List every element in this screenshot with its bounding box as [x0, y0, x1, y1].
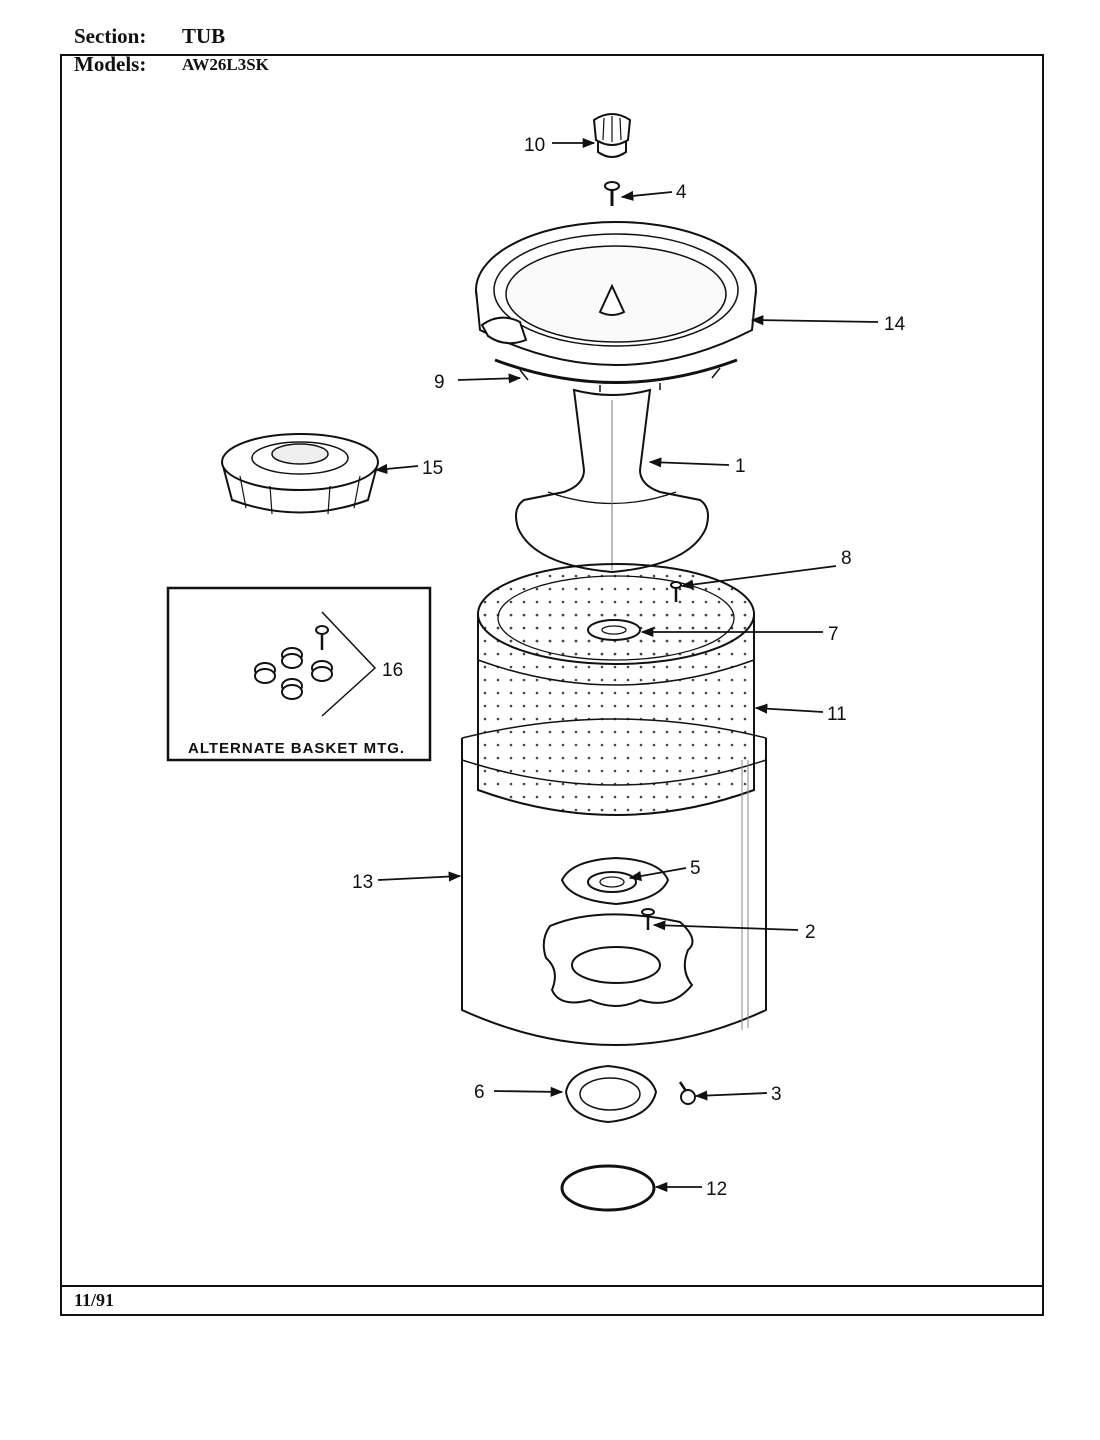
models-value: AW26L3SK — [182, 55, 269, 74]
callout-14: 14 — [884, 314, 906, 335]
outer-tub — [461, 718, 767, 1046]
softener-dispenser — [221, 433, 379, 515]
callout-1: 1 — [735, 456, 746, 477]
diagram-frame — [60, 54, 1044, 1316]
callout-6: 6 — [474, 1082, 485, 1103]
section-label: Section: — [74, 24, 147, 48]
agitator-bolt — [604, 181, 620, 206]
callout-7: 7 — [828, 624, 839, 645]
callout-16: 16 — [382, 660, 403, 681]
mounting-grommets — [254, 625, 333, 700]
rim-seal — [494, 358, 738, 384]
callout-11: 11 — [827, 704, 847, 725]
agitator — [515, 283, 709, 574]
callout-12: 12 — [706, 1179, 727, 1200]
callout-9: 9 — [434, 372, 445, 393]
footer-divider — [60, 1285, 1044, 1287]
callout-13: 13 — [352, 872, 373, 893]
models-label: Models: — [74, 52, 147, 76]
tub-screw — [641, 908, 655, 930]
callout-3: 3 — [771, 1084, 782, 1105]
basket-hub — [587, 619, 641, 641]
leader-lines — [374, 137, 879, 1193]
drive-belt — [560, 1164, 656, 1212]
callout-5: 5 — [690, 858, 701, 879]
callout-2: 2 — [805, 922, 816, 943]
tub-bearing — [560, 856, 670, 906]
callout-10: 10 — [524, 135, 545, 156]
tub-gasket — [564, 1064, 658, 1124]
basket-screw — [670, 581, 682, 602]
section-value: TUB — [182, 24, 226, 48]
drain-bolt — [678, 1081, 696, 1105]
agitator-cap — [592, 113, 632, 158]
alternate-basket-mounting-inset: ALTERNATE BASKET MTG. — [166, 586, 432, 762]
revision-date: 11/91 — [74, 1290, 115, 1310]
callout-15: 15 — [422, 458, 443, 479]
tub-base-casting — [542, 913, 694, 1007]
callout-8: 8 — [841, 548, 852, 569]
spin-basket — [477, 563, 755, 816]
callout-numbers: 1 2 3 4 5 6 7 8 9 10 11 12 13 14 15 16 — [352, 135, 906, 1200]
callout-4: 4 — [676, 182, 687, 203]
inset-label: ALTERNATE BASKET MTG. — [188, 740, 405, 757]
